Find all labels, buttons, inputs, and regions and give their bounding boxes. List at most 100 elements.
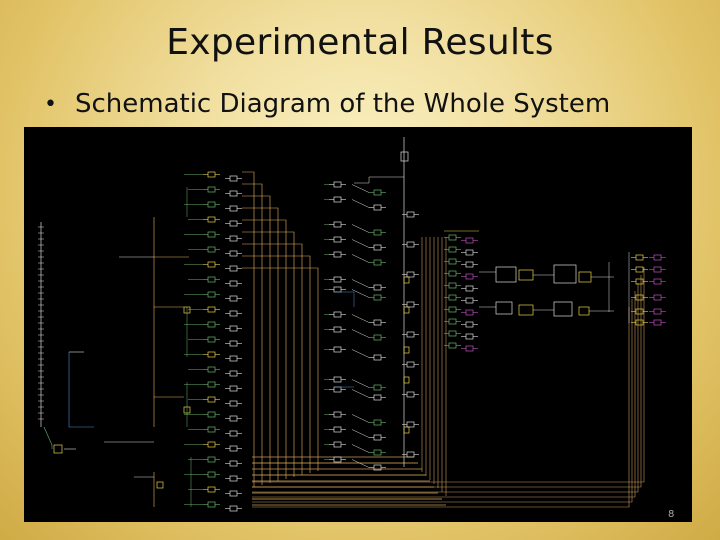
- logic-gate: [207, 171, 216, 178]
- logic-gate: [635, 308, 644, 315]
- wire: [351, 444, 370, 453]
- logic-gate: [373, 294, 382, 301]
- logic-gate: [229, 430, 238, 437]
- circuit-block: [578, 306, 590, 316]
- logic-gate: [406, 271, 415, 278]
- logic-gate: [333, 441, 342, 448]
- circuit-block: [403, 346, 410, 354]
- circuit-block: [578, 271, 592, 283]
- logic-gate: [635, 319, 644, 326]
- wire: [242, 195, 271, 483]
- logic-gate: [373, 204, 382, 211]
- wire: [351, 329, 370, 338]
- logic-gate: [465, 309, 474, 316]
- logic-gate: [465, 273, 474, 280]
- logic-gate: [207, 201, 216, 208]
- schematic-image: [38, 137, 666, 512]
- logic-gate: [207, 426, 216, 433]
- logic-gate: [207, 501, 216, 508]
- logic-gate: [333, 426, 342, 433]
- slide-title: Experimental Results: [166, 22, 554, 63]
- logic-gate: [229, 400, 238, 407]
- logic-gate: [406, 421, 415, 428]
- wire: [334, 291, 355, 307]
- logic-gate: [373, 394, 382, 401]
- logic-gate: [373, 319, 382, 326]
- logic-gate: [207, 366, 216, 373]
- logic-gate: [448, 318, 457, 325]
- logic-gate: [207, 456, 216, 463]
- logic-gate: [653, 266, 662, 273]
- logic-gate: [333, 276, 342, 283]
- logic-gate: [229, 355, 238, 362]
- logic-gate: [207, 486, 216, 493]
- logic-gate: [333, 221, 342, 228]
- wire: [242, 183, 263, 485]
- circuit-block: [183, 306, 191, 314]
- logic-gate: [229, 190, 238, 197]
- wire: [351, 289, 370, 298]
- logic-gate: [465, 261, 474, 268]
- logic-gate: [465, 333, 474, 340]
- logic-gate: [448, 294, 457, 301]
- wire: [351, 239, 370, 248]
- logic-gate: [207, 441, 216, 448]
- wire: [351, 279, 370, 288]
- logic-gate: [448, 306, 457, 313]
- logic-gate: [465, 297, 474, 304]
- logic-gate: [207, 411, 216, 418]
- logic-gate: [229, 445, 238, 452]
- logic-gate: [448, 258, 457, 265]
- logic-gate: [653, 278, 662, 285]
- wire: [351, 389, 370, 398]
- logic-gate: [465, 345, 474, 352]
- wire: [351, 314, 370, 323]
- logic-gate: [333, 411, 342, 418]
- wire: [242, 171, 255, 487]
- logic-gate: [448, 270, 457, 277]
- logic-gate: [207, 306, 216, 313]
- logic-gate: [333, 326, 342, 333]
- wire: [351, 349, 370, 358]
- logic-gate: [207, 381, 216, 388]
- logic-gate: [207, 261, 216, 268]
- logic-gate: [229, 310, 238, 317]
- logic-gate: [465, 321, 474, 328]
- logic-gate: [465, 285, 474, 292]
- logic-gate: [653, 319, 662, 326]
- circuit-block: [518, 304, 534, 316]
- logic-gate: [406, 211, 415, 218]
- logic-gate: [653, 308, 662, 315]
- logic-gate: [333, 286, 342, 293]
- circuit-block: [183, 406, 191, 414]
- wire: [351, 414, 370, 423]
- logic-gate: [333, 376, 342, 383]
- bullet-icon: •: [44, 91, 57, 117]
- wire: [252, 299, 633, 503]
- logic-gate: [465, 249, 474, 256]
- logic-gate: [653, 254, 662, 261]
- logic-gate: [373, 419, 382, 426]
- logic-gate: [207, 351, 216, 358]
- logic-gate: [333, 311, 342, 318]
- logic-gate: [229, 280, 238, 287]
- logic-gate: [373, 334, 382, 341]
- logic-gate: [448, 246, 457, 253]
- wire: [252, 267, 645, 483]
- circuit-block: [53, 444, 63, 454]
- bullet-text: Schematic Diagram of the Whole System: [74, 89, 611, 119]
- logic-gate: [229, 220, 238, 227]
- logic-gate: [207, 231, 216, 238]
- schematic-diagram: [24, 127, 692, 522]
- logic-gate: [207, 396, 216, 403]
- logic-gate: [448, 330, 457, 337]
- logic-gate: [229, 325, 238, 332]
- circuit-block: [403, 426, 410, 434]
- wire: [252, 307, 630, 508]
- logic-gate: [207, 216, 216, 223]
- circuit-block: [553, 301, 573, 317]
- wire: [242, 219, 287, 479]
- logic-gate: [229, 235, 238, 242]
- circuit-block: [156, 481, 164, 489]
- wire: [351, 184, 370, 193]
